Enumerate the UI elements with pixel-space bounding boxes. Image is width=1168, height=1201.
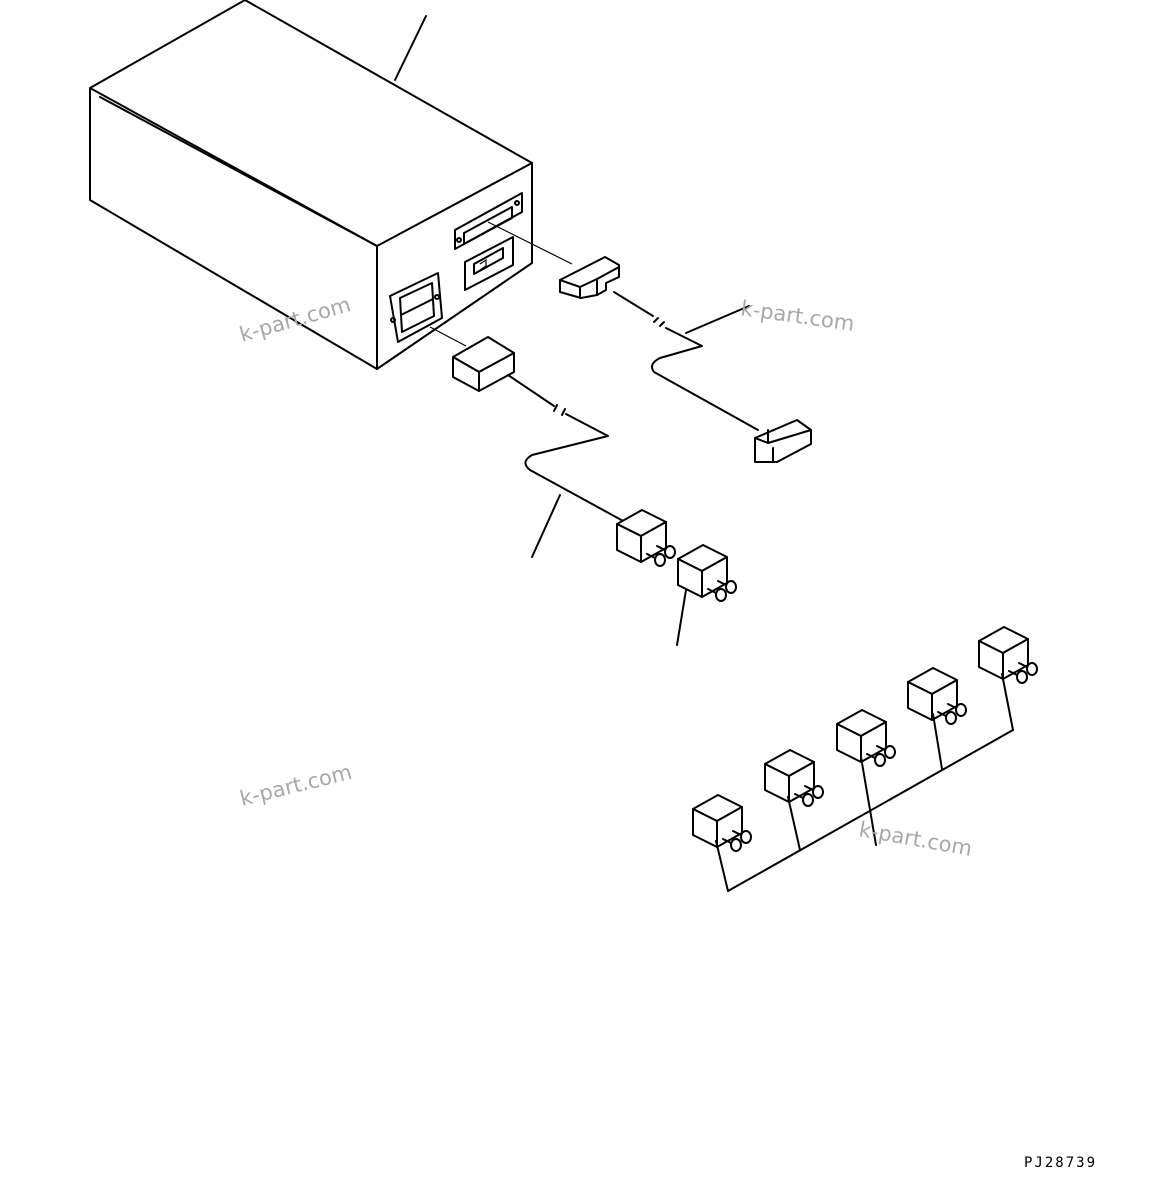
terminal-plug: [616, 509, 676, 567]
controller-box: [89, 0, 533, 370]
terminal-plug: [677, 544, 737, 602]
plug-set: [692, 626, 1038, 892]
small-socket: [464, 236, 514, 291]
watermark: k-part.com: [739, 296, 856, 336]
harness-cable-upper: [613, 291, 759, 431]
power-cable: [507, 374, 626, 558]
power-socket: [389, 272, 443, 343]
alignment-line: [429, 326, 467, 347]
part-code: PJ28739: [1024, 1155, 1098, 1171]
harness-connector-end: [754, 419, 812, 463]
harness-connector-upper: [559, 256, 620, 299]
alignment-line: [487, 221, 573, 265]
watermark: k-part.com: [237, 292, 354, 347]
power-connector: [452, 336, 515, 392]
watermark: k-part.com: [237, 760, 354, 811]
leader-line-plug: [676, 589, 687, 646]
leader-line-box: [394, 15, 427, 81]
harness-socket: [454, 192, 523, 250]
watermark: k-part.com: [857, 817, 974, 860]
